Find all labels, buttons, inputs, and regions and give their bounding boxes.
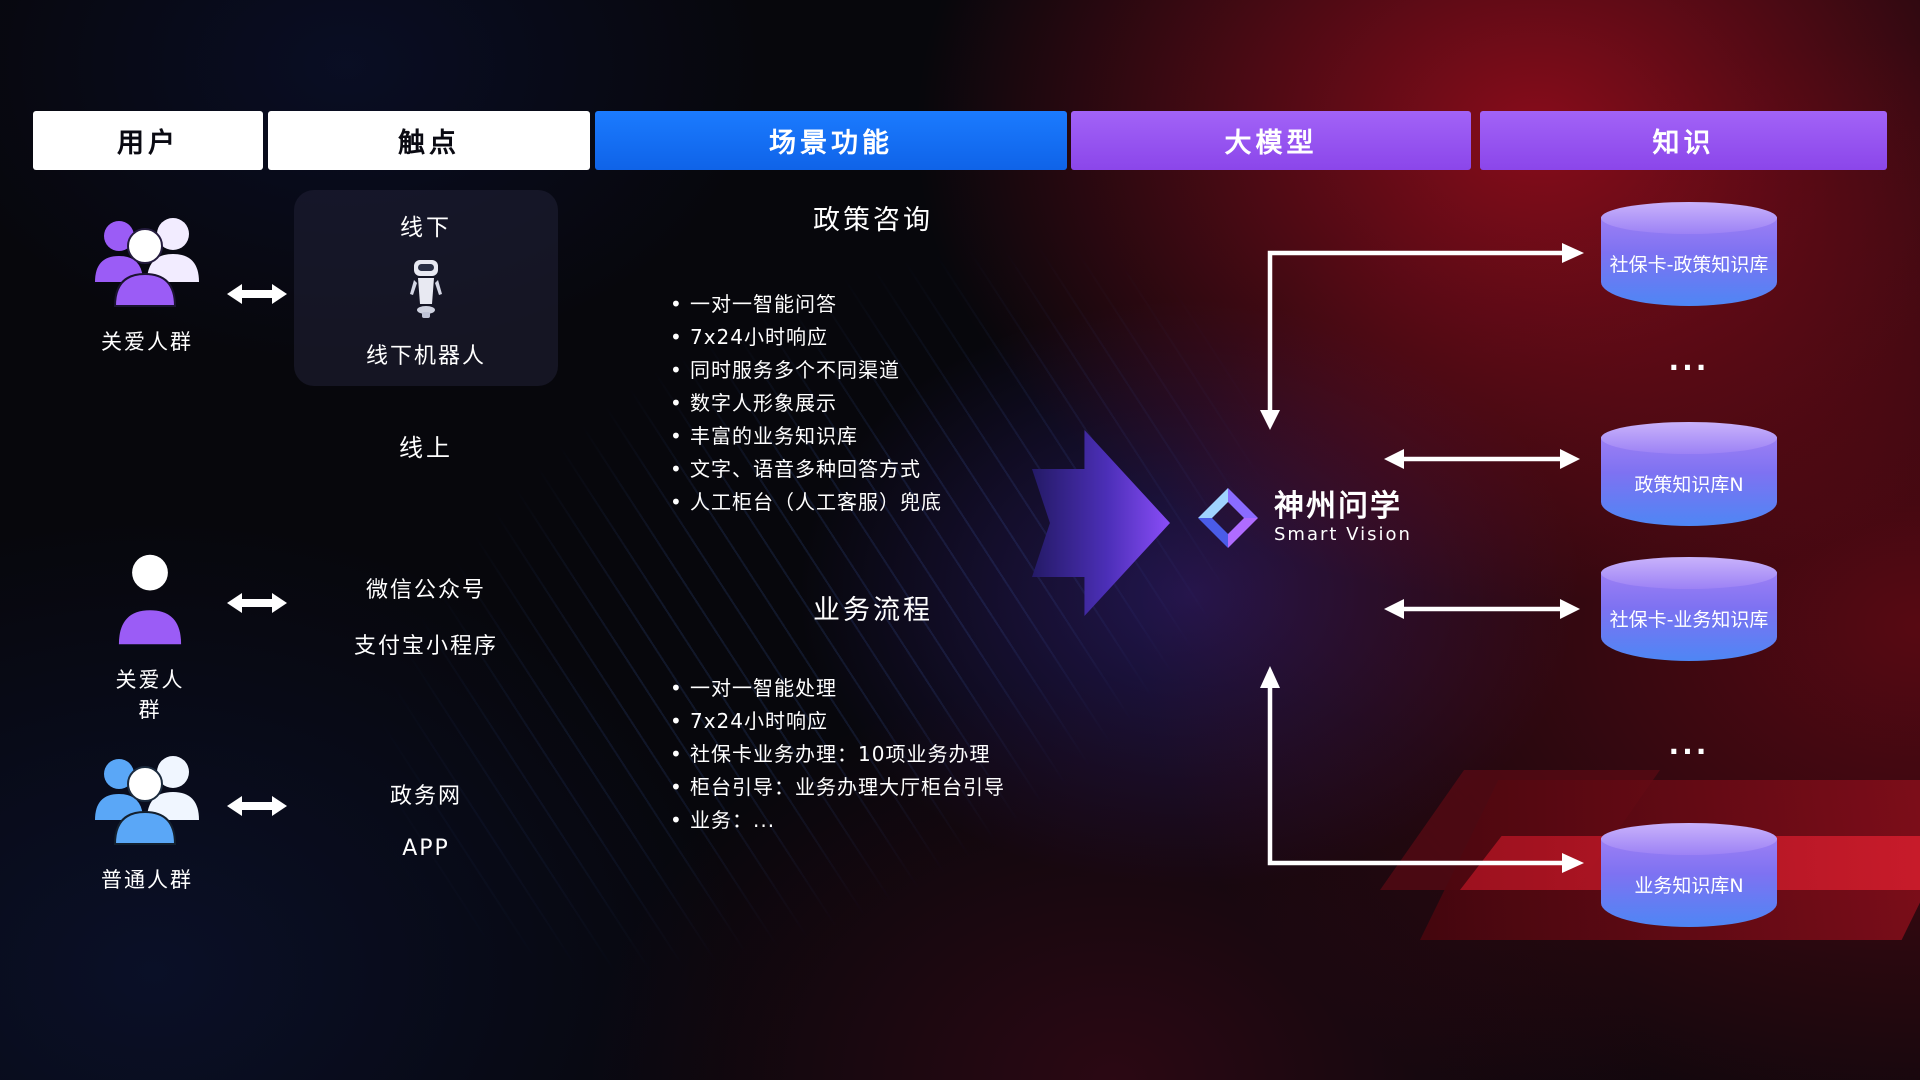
offline-robot-panel: 线下 线下机器人 <box>294 190 558 386</box>
kb-label: 业务知识库N <box>1634 874 1744 897</box>
policy-title: 政策咨询 <box>813 205 933 236</box>
column-header-user: 用户 <box>33 111 263 170</box>
cylinder-top <box>1601 422 1777 454</box>
user-person-purple-icon <box>118 554 182 645</box>
kb-ellipsis: ... <box>1668 344 1710 377</box>
policy-feature: 文字、语音多种回答方式 <box>670 453 1078 486</box>
user-group-ordinary: 普通人群 <box>80 748 214 894</box>
column-header-touchpoint: 触点 <box>268 111 590 170</box>
business-title: 业务流程 <box>813 595 933 626</box>
user-group-blue-icon <box>95 756 199 845</box>
offline-robot-label: 线下机器人 <box>365 344 486 369</box>
model-subtitle: Smart Vision <box>1274 524 1412 545</box>
kb-ellipsis: ... <box>1668 728 1710 761</box>
policy-feature: 人工柜台（人工客服）兜底 <box>670 486 1078 519</box>
user-group-label: 普通人群 <box>101 868 193 892</box>
offline-title: 线下 <box>400 215 452 241</box>
touchpoint-wechat: 微信公众号 <box>365 578 486 603</box>
column-header-scenario: 场景功能 <box>595 111 1067 170</box>
policy-feature: 一对一智能问答 <box>670 288 1078 321</box>
user-single-care: 关爱人群 <box>105 550 195 724</box>
user-touchpoint-arrow-icon <box>227 284 287 304</box>
model-logo-text: 神州问学 Smart Vision <box>1274 490 1412 546</box>
column-header-model: 大模型 <box>1071 111 1471 170</box>
kb-cylinder-business-n: 业务知识库N <box>1601 823 1777 927</box>
model-name: 神州问学 <box>1274 489 1402 524</box>
business-feature: 7x24小时响应 <box>670 705 1078 738</box>
business-feature-list: 一对一智能处理 7x24小时响应 社保卡业务办理：10项业务办理 柜台引导：业务… <box>668 672 1078 837</box>
scenario-business-section: 业务流程 一对一智能处理 7x24小时响应 社保卡业务办理：10项业务办理 柜台… <box>668 594 1078 837</box>
kb-label: 社保卡-政策知识库 <box>1609 253 1769 276</box>
touchpoint-gov-web: 政务网 <box>389 784 462 809</box>
user-single-label: 关爱人群 <box>115 668 185 722</box>
kb-label: 社保卡-业务知识库 <box>1609 608 1769 631</box>
user-group-purple-icon <box>95 218 199 307</box>
cylinder-top <box>1601 557 1777 589</box>
policy-feature: 7x24小时响应 <box>670 321 1078 354</box>
policy-feature-list: 一对一智能问答 7x24小时响应 同时服务多个不同渠道 数字人形象展示 丰富的业… <box>668 288 1078 519</box>
user-touchpoint-arrow-icon <box>227 796 287 816</box>
scenario-policy-section: 政策咨询 一对一智能问答 7x24小时响应 同时服务多个不同渠道 数字人形象展示… <box>668 204 1078 519</box>
diamond-logo-icon <box>1198 488 1258 548</box>
user-group-care-1: 关爱人群 <box>80 210 214 356</box>
kb-cylinder-shebao-policy: 社保卡-政策知识库 <box>1601 202 1777 306</box>
cylinder-top <box>1601 823 1777 855</box>
business-feature: 业务：... <box>670 804 1078 837</box>
online-title: 线上 <box>399 434 453 462</box>
policy-feature: 数字人形象展示 <box>670 387 1078 420</box>
kb-label: 政策知识库N <box>1634 473 1744 496</box>
policy-feature: 同时服务多个不同渠道 <box>670 354 1078 387</box>
touchpoint-app: APP <box>402 836 450 861</box>
business-feature: 一对一智能处理 <box>670 672 1078 705</box>
business-feature: 柜台引导：业务办理大厅柜台引导 <box>670 771 1078 804</box>
model-logo: 神州问学 Smart Vision <box>1196 486 1412 550</box>
robot-icon <box>410 260 442 318</box>
policy-feature: 丰富的业务知识库 <box>670 420 1078 453</box>
column-header-knowledge: 知识 <box>1480 111 1887 170</box>
cylinder-top <box>1601 202 1777 234</box>
business-feature: 社保卡业务办理：10项业务办理 <box>670 738 1078 771</box>
kb-cylinder-policy-n: 政策知识库N <box>1601 422 1777 526</box>
kb-cylinder-shebao-business: 社保卡-业务知识库 <box>1601 557 1777 661</box>
user-touchpoint-arrow-icon <box>227 593 287 613</box>
user-group-label: 关爱人群 <box>101 330 193 354</box>
touchpoint-alipay: 支付宝小程序 <box>353 634 498 659</box>
